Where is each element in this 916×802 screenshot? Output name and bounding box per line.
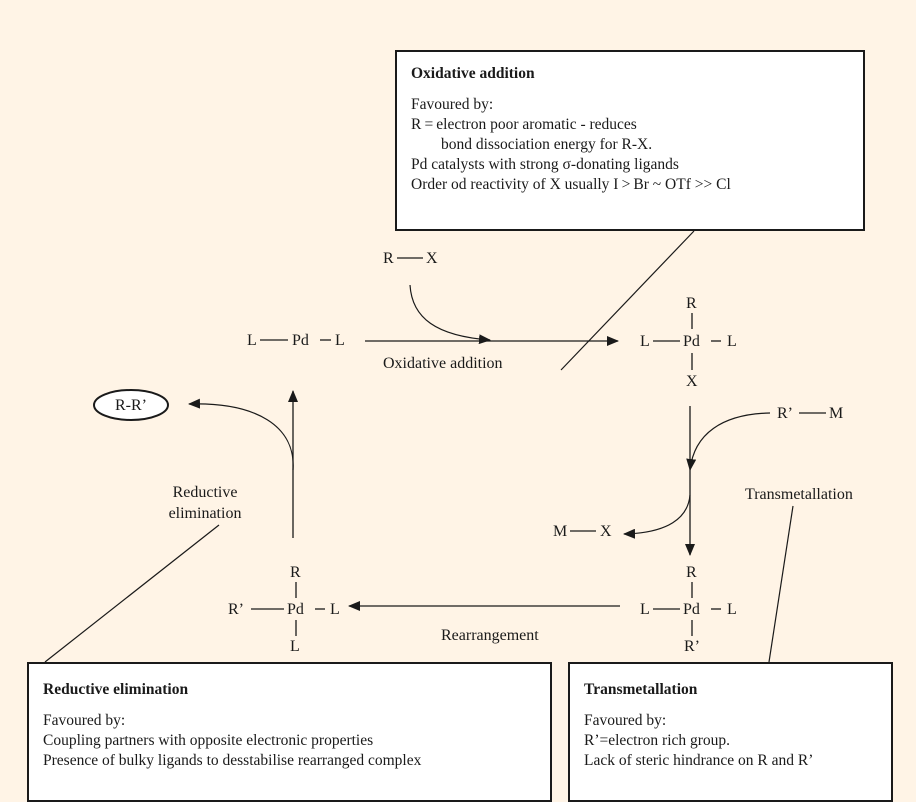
oxidative-box-line: Favoured by: [411,96,494,113]
reductive-box-line: Coupling partners with opposite electron… [43,732,374,749]
oa-metal: Pd [683,333,700,350]
metal-halide-byproduct: M X [553,523,612,540]
oxidative-addition-box: Oxidative addition Favoured by: R = elec… [395,50,865,231]
pd0-ligand-right: L [335,332,345,349]
oxidative-box-line: bond dissociation energy for R-X. [441,136,653,153]
tm-r-prime: R’ [684,638,700,655]
pd0-metal: Pd [292,332,309,349]
pd0-complex: L Pd L [247,332,345,349]
transmetallation-label: Transmetallation [745,486,853,503]
oa-ligand-right: L [727,333,737,350]
product-exit-arrow [188,398,294,471]
rc-r-prime: R’ [228,601,244,618]
mx-exit-arrow [623,494,691,539]
aryl-halide-reagent: R X [383,250,438,267]
product-ellipse [93,389,169,421]
rc-ligand-right: L [330,601,340,618]
organometallic-reagent: R’ M [777,405,843,422]
oxidative-addition-label: Oxidative addition [383,355,503,372]
reductive-box-title: Reductive elimination [43,681,189,698]
reductive-leader-line [44,524,220,663]
rearranged-complex: R R’ Pd L L [228,564,340,655]
reductive-box-line: Presence of bulky ligands to desstabilis… [43,752,422,769]
rc-metal: Pd [287,601,304,618]
pd0-ligand-left: L [247,332,257,349]
reductive-box-line: Favoured by: [43,712,126,729]
byproduct-m: M [553,523,567,540]
oxidative-box-line: Pd catalysts with strong σ-donating liga… [411,156,679,173]
r-prime-entry-arrow [686,412,771,471]
tm-ligand-right: L [727,601,737,618]
tm-r: R [686,564,697,581]
reductive-elimination-box: Reductive elimination Favoured by: Coupl… [27,662,552,802]
oxidative-box-line: Order od reactivity of X usually I > Br … [411,176,731,193]
byproduct-x: X [600,523,612,540]
reagent-r: R [383,250,394,267]
transmetallation-box-line: Favoured by: [584,712,667,729]
rc-ligand-bottom: L [290,638,300,655]
rc-r: R [290,564,301,581]
reductive-label-line2: elimination [169,505,242,522]
tm-ligand-left: L [640,601,650,618]
reductive-label-line1: Reductive [173,484,238,501]
oxidative-addition-complex: R L Pd L X [640,295,737,390]
tm-metal: Pd [683,601,700,618]
oa-ligand-left: L [640,333,650,350]
reagent-r-prime: R’ [777,405,793,422]
oa-x: X [686,373,698,390]
transmetallation-leader-line [768,505,794,663]
reagent-x: X [426,250,438,267]
transmetallation-box-line: R’=electron rich group. [584,732,731,749]
transmetallation-complex: R L Pd L R’ [640,564,737,655]
transmetallation-box-title: Transmetallation [584,681,698,698]
transmetallation-box-line: Lack of steric hindrance on R and R’ [584,752,814,769]
reagent-entry-arrow [409,284,491,345]
product-label: R-R’ [115,397,147,414]
oxidative-box-title: Oxidative addition [411,65,535,82]
oxidative-leader-line [560,230,695,371]
rearrangement-label: Rearrangement [441,627,539,644]
oa-r: R [686,295,697,312]
reagent-m: M [829,405,843,422]
oxidative-box-line: R = electron poor aromatic - reduces [411,116,637,133]
transmetallation-box: Transmetallation Favoured by: R’=electro… [568,662,893,802]
